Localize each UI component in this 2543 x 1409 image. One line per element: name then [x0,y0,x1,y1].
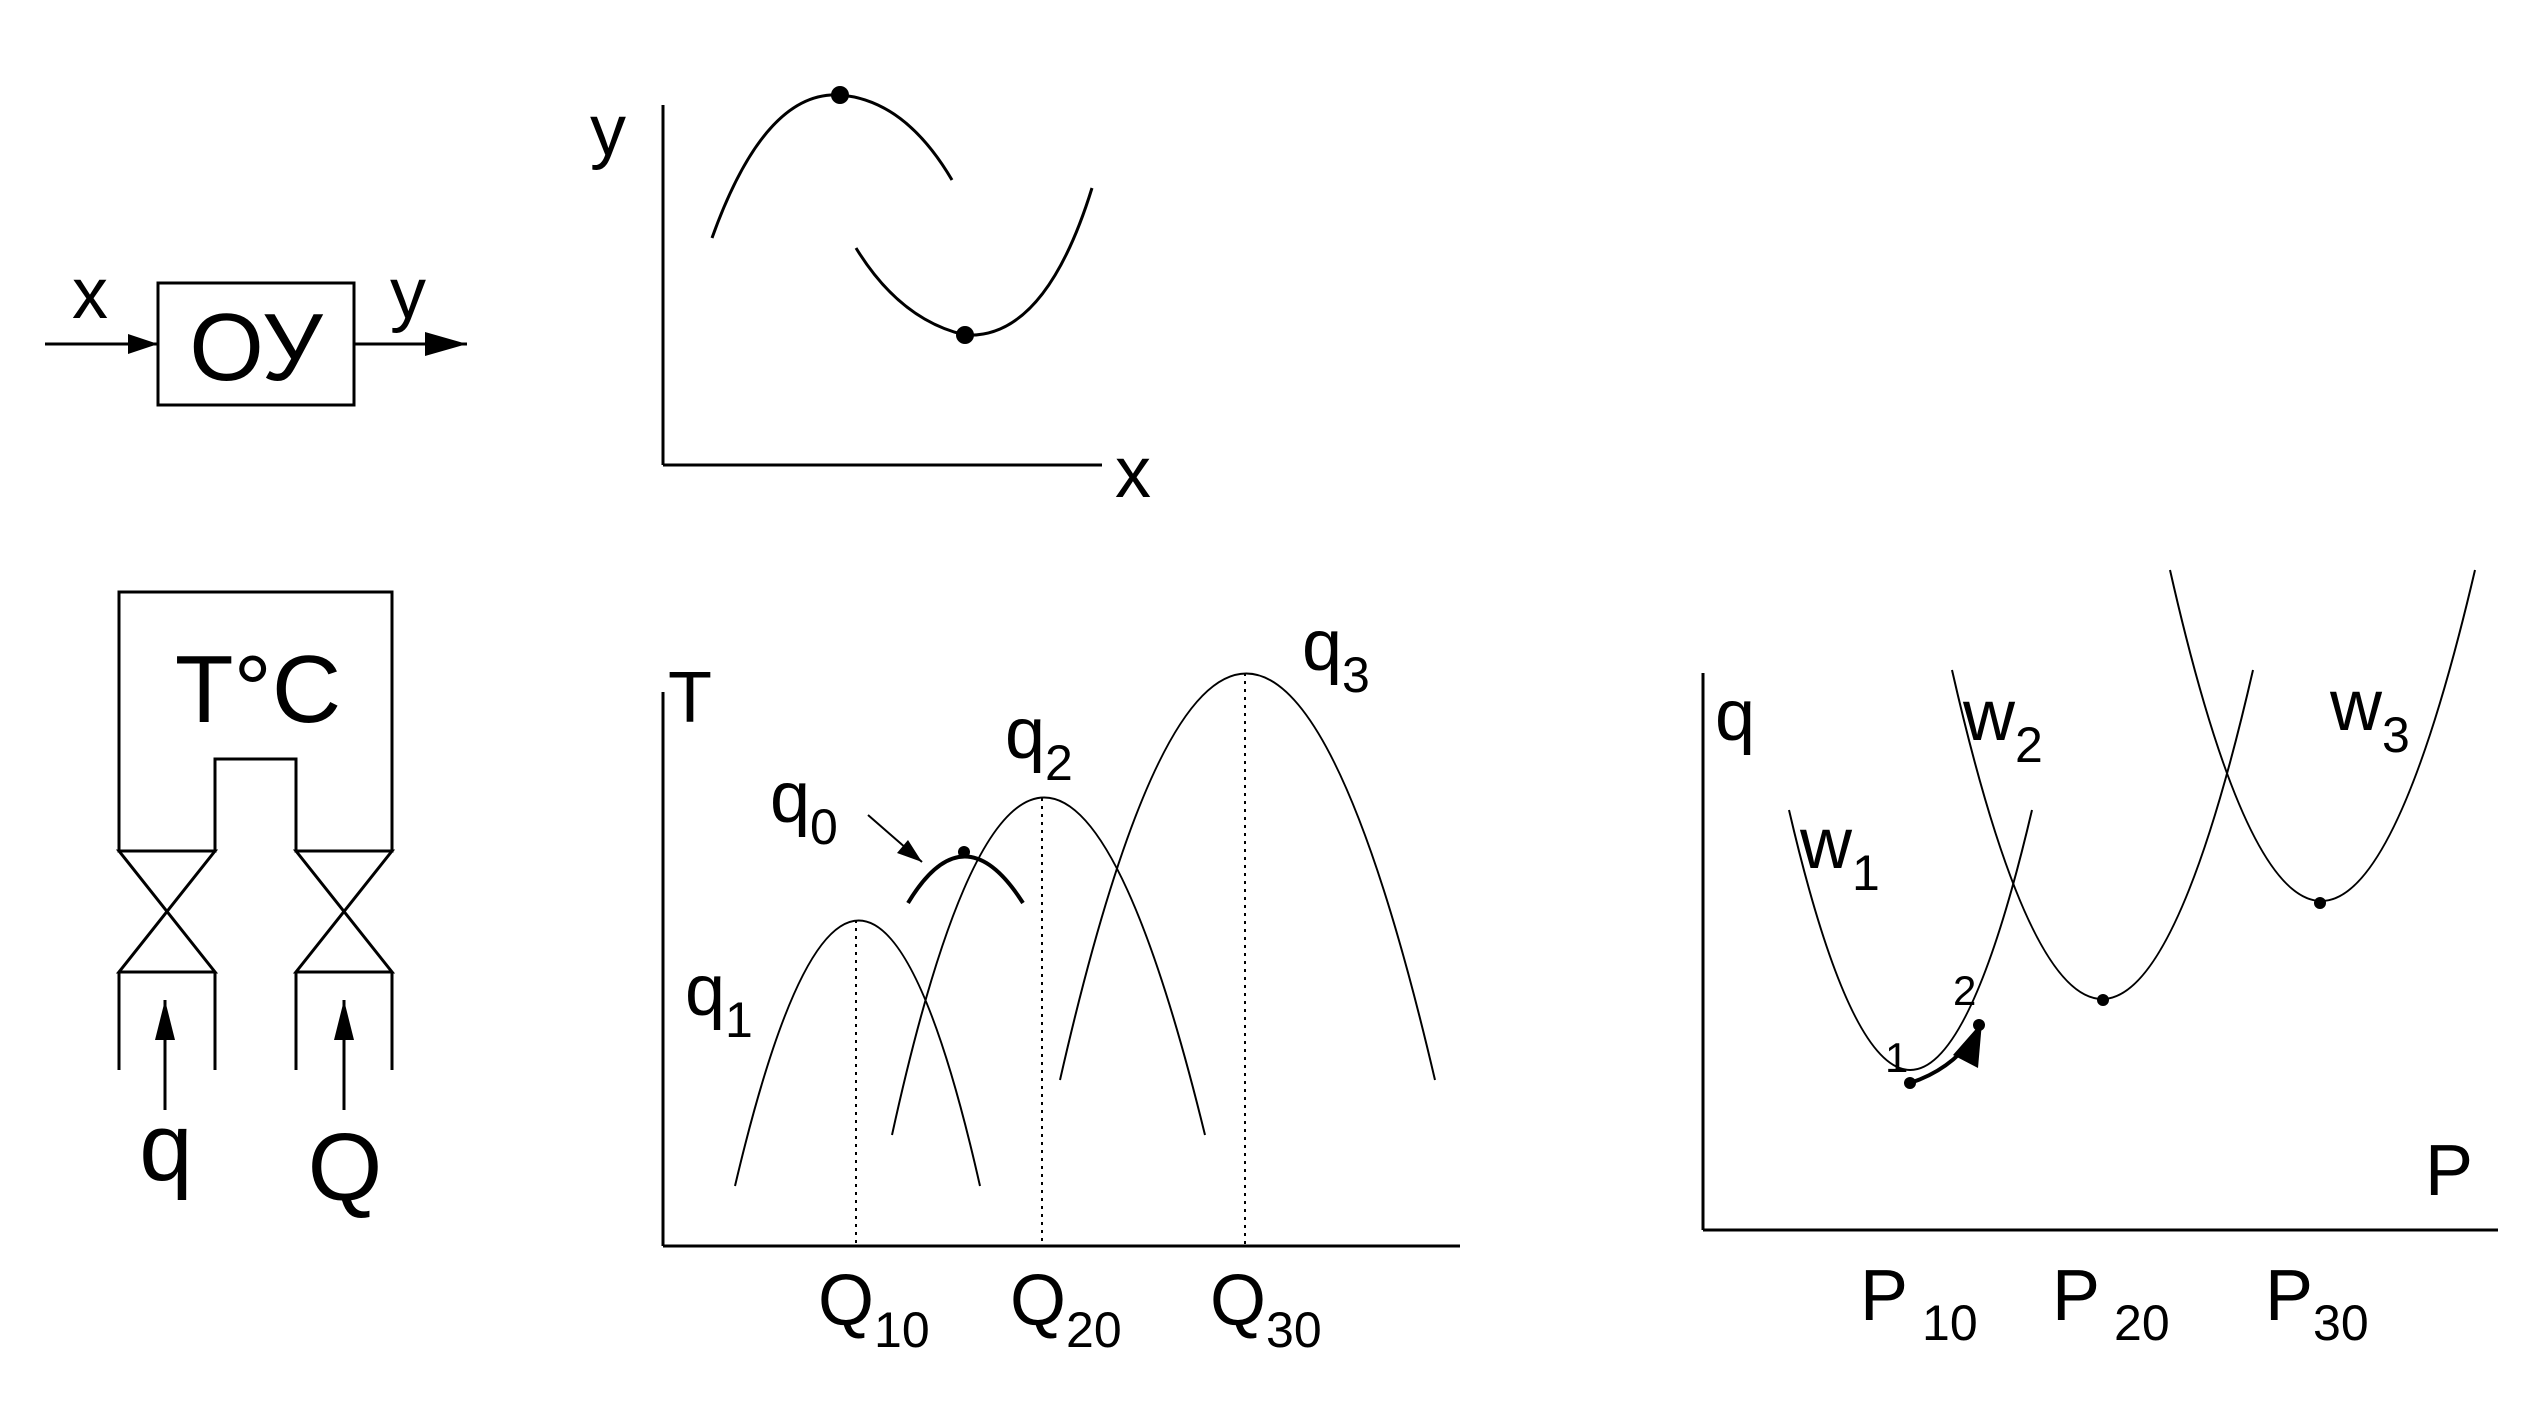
t-tick-q10: Q10 [818,1261,930,1358]
xy-upper-branch [710,93,954,239]
t-label-q0: q0 [770,758,838,855]
t-label-q1: q1 [685,951,753,1048]
q-min-w3 [2314,897,2326,909]
q-label-w3: w3 [2329,666,2410,763]
t-curve-q2 [891,796,1206,1136]
input-label: x [72,254,108,334]
q-curve-w3 [2169,569,2476,902]
t-point-q0 [958,846,970,858]
q-xlabel: P [2425,1131,2473,1211]
t-q0-pointer-head [897,840,922,862]
output-arrowhead [425,332,467,356]
q-transition-arrowhead [1953,1022,1982,1068]
t-label-q3: q3 [1302,606,1370,703]
valve-right [292,849,396,974]
q-label-w2: w2 [1962,676,2043,773]
xy-xlabel: x [1115,433,1151,513]
input-arrowhead [128,334,158,354]
xy-lower-branch [854,187,1094,337]
q-curve-w1 [1788,809,2033,1071]
t-ylabel: T [668,658,712,738]
flow-q-label: q [139,1094,192,1201]
thermal-object: T°C q Q [115,590,396,1221]
t-curve-q0 [906,854,1025,905]
xy-max-point [831,86,849,104]
flow-Q-label: Q [308,1114,383,1221]
block-diagram: x ОУ y [45,254,467,407]
object-block-label: ОУ [189,294,324,401]
t-curve-q1 [734,919,981,1187]
t-graph: T q1 q2 q3 q0 Q10 Q20 Q30 [661,606,1460,1358]
xy-graph: y x [590,86,1151,513]
q-min-w2 [2097,994,2109,1006]
q-point-1-label: 1 [1885,1034,1908,1081]
t-label-q2: q2 [1005,694,1073,791]
output-label: y [390,254,426,334]
flow-arrowhead-q [155,1000,175,1040]
xy-min-point [956,326,974,344]
q-ylabel: q [1715,676,1755,756]
q-tick-p30: P30 [2265,1256,2369,1351]
t-curve-q3 [1059,672,1436,1081]
object-temp-label: T°C [175,636,341,743]
xy-ylabel: y [590,91,626,171]
t-tick-q30: Q30 [1210,1261,1322,1358]
flow-arrowhead-Q [334,1000,354,1040]
q-label-w1: w1 [1799,804,1880,901]
t-tick-q20: Q20 [1010,1261,1122,1358]
valve-left [115,849,219,974]
q-point-2-label: 2 [1953,967,1976,1014]
